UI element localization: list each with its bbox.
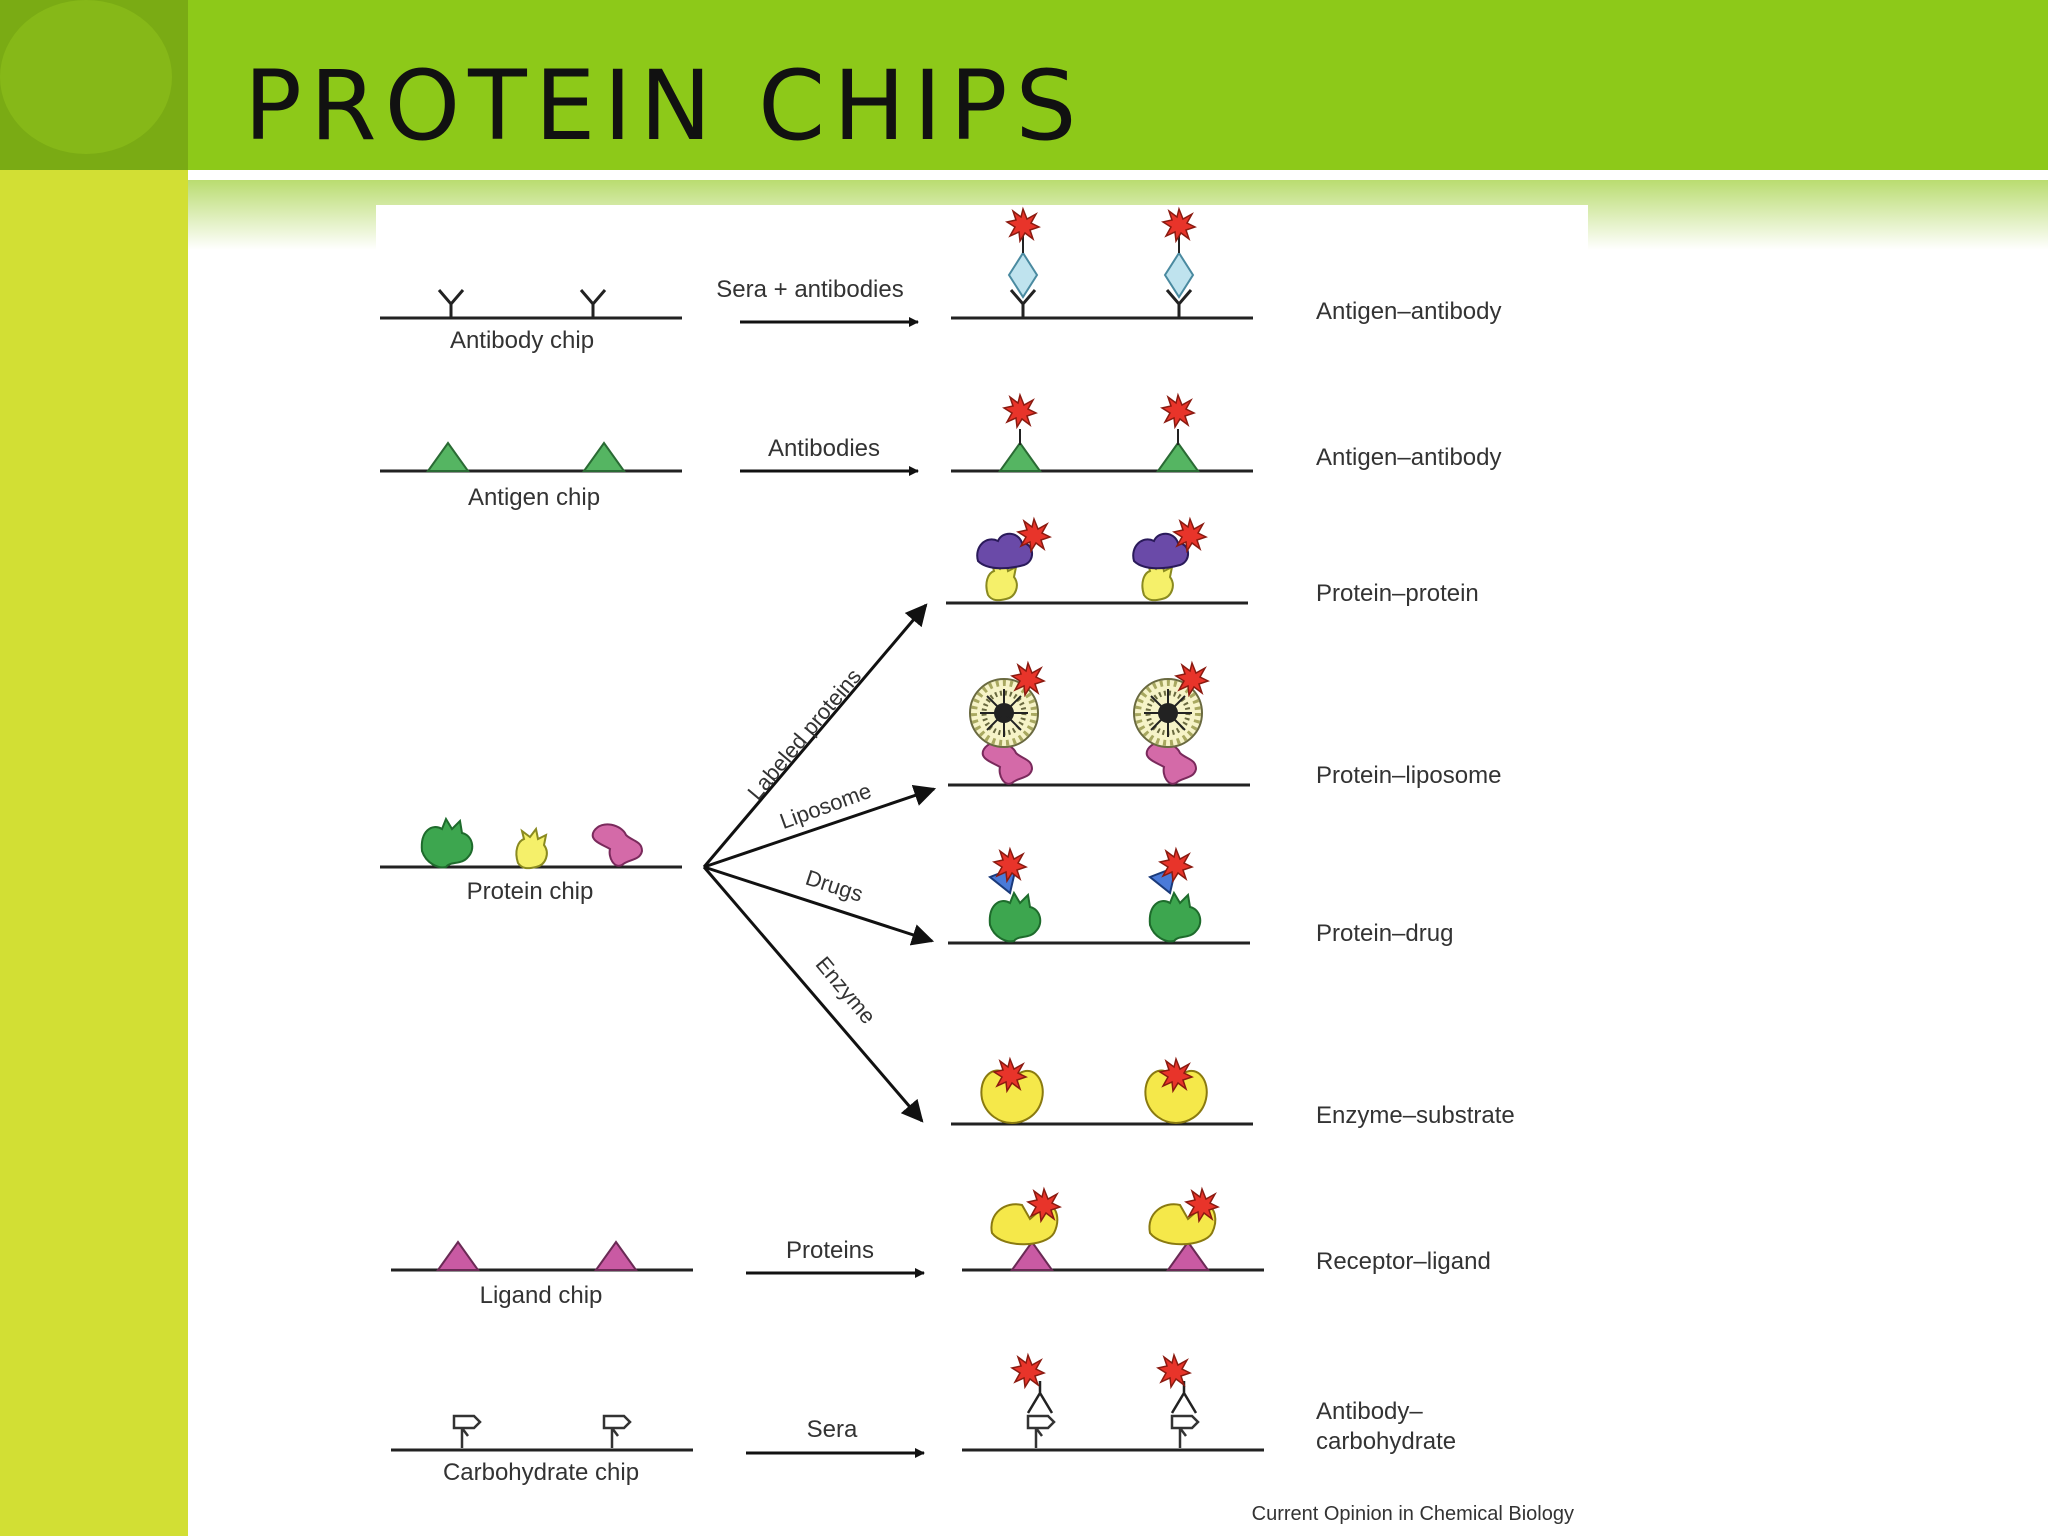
carbohydrate-icon xyxy=(602,1414,632,1450)
antibody-icon xyxy=(579,288,607,320)
carbohydrate-icon xyxy=(452,1414,482,1450)
antibody-chip-label: Antibody chip xyxy=(450,327,594,354)
protein-icon xyxy=(1148,892,1202,943)
ligand-icon xyxy=(437,1241,479,1271)
carbohydrate-icon xyxy=(1026,1414,1056,1450)
antigen-chip-label: Antigen chip xyxy=(468,484,600,511)
title-band xyxy=(188,0,2048,170)
label-star-icon xyxy=(1161,394,1195,428)
ligand-chip-row: Ligand chip Proteins Receptor–ligand xyxy=(391,1188,1491,1309)
antibody-icon xyxy=(437,288,465,320)
process-label: Proteins xyxy=(786,1237,874,1264)
result-label: Protein–liposome xyxy=(1316,762,1501,789)
protein-chip-figure: Antibody chip Sera + antibodies Antigen–… xyxy=(376,205,1588,1536)
protein-icon xyxy=(981,741,1033,785)
protein-icon xyxy=(420,818,474,869)
result-label-line2: carbohydrate xyxy=(1316,1428,1456,1455)
label-star-icon xyxy=(1006,208,1040,242)
antibody-chip-row: Antibody chip Sera + antibodies Antigen–… xyxy=(380,208,1501,354)
result-label: Protein–protein xyxy=(1316,580,1479,607)
antigen-chip-row: Antigen chip Antibodies Antigen–antibody xyxy=(380,394,1501,511)
carbohydrate-icon xyxy=(1170,1414,1200,1450)
label-star-icon xyxy=(1162,208,1196,242)
result-label: Antigen–antibody xyxy=(1316,298,1501,325)
antigen-icon xyxy=(1157,442,1199,472)
left-accent-bar xyxy=(0,0,188,1536)
result-label: Antigen–antibody xyxy=(1316,444,1501,471)
process-label: Sera + antibodies xyxy=(716,276,903,303)
label-star-icon xyxy=(1003,394,1037,428)
protein-icon xyxy=(988,892,1042,943)
process-label: Antibodies xyxy=(768,435,880,462)
branch-label: Enzyme xyxy=(811,952,881,1029)
antigen-icon xyxy=(999,442,1041,472)
title-divider xyxy=(188,170,2048,180)
branch-arrow xyxy=(703,784,937,869)
protein-icon xyxy=(591,823,643,867)
protein-icon xyxy=(1145,741,1197,785)
labeled-protein-icon xyxy=(976,532,1034,570)
slide-title: PROTEIN CHIPS xyxy=(244,50,1085,162)
ligand-icon xyxy=(1011,1241,1053,1271)
carbohydrate-chip-label: Carbohydrate chip xyxy=(443,1459,639,1486)
figure-canvas: Antibody chip Sera + antibodies Antigen–… xyxy=(380,208,1574,1525)
branch-arrow xyxy=(702,866,924,1123)
protein-icon xyxy=(515,828,548,870)
branch-arrow xyxy=(702,603,928,868)
result-label: Protein–drug xyxy=(1316,920,1453,947)
branch-arrow xyxy=(703,865,935,946)
result-label: Enzyme–substrate xyxy=(1316,1102,1515,1129)
figure-credit: Current Opinion in Chemical Biology xyxy=(1252,1503,1574,1525)
ligand-icon xyxy=(1167,1241,1209,1271)
protein-chip-label: Protein chip xyxy=(467,878,594,905)
labeled-protein-icon xyxy=(1132,532,1190,570)
result-label-line1: Antibody– xyxy=(1316,1398,1423,1425)
ligand-icon xyxy=(595,1241,637,1271)
carbohydrate-chip-row: Carbohydrate chip Sera Antibody– carbohy… xyxy=(391,1354,1456,1486)
protein-chip-row: Protein chip Labeled proteins Liposome D… xyxy=(380,518,1515,1129)
ligand-chip-label: Ligand chip xyxy=(480,1282,603,1309)
process-label: Sera xyxy=(807,1416,858,1443)
result-label: Receptor–ligand xyxy=(1316,1248,1491,1275)
antigen-icon xyxy=(427,442,469,472)
branch-label: Labeled proteins xyxy=(742,664,866,805)
antigen-icon xyxy=(583,442,625,472)
corner-circle xyxy=(0,0,172,154)
